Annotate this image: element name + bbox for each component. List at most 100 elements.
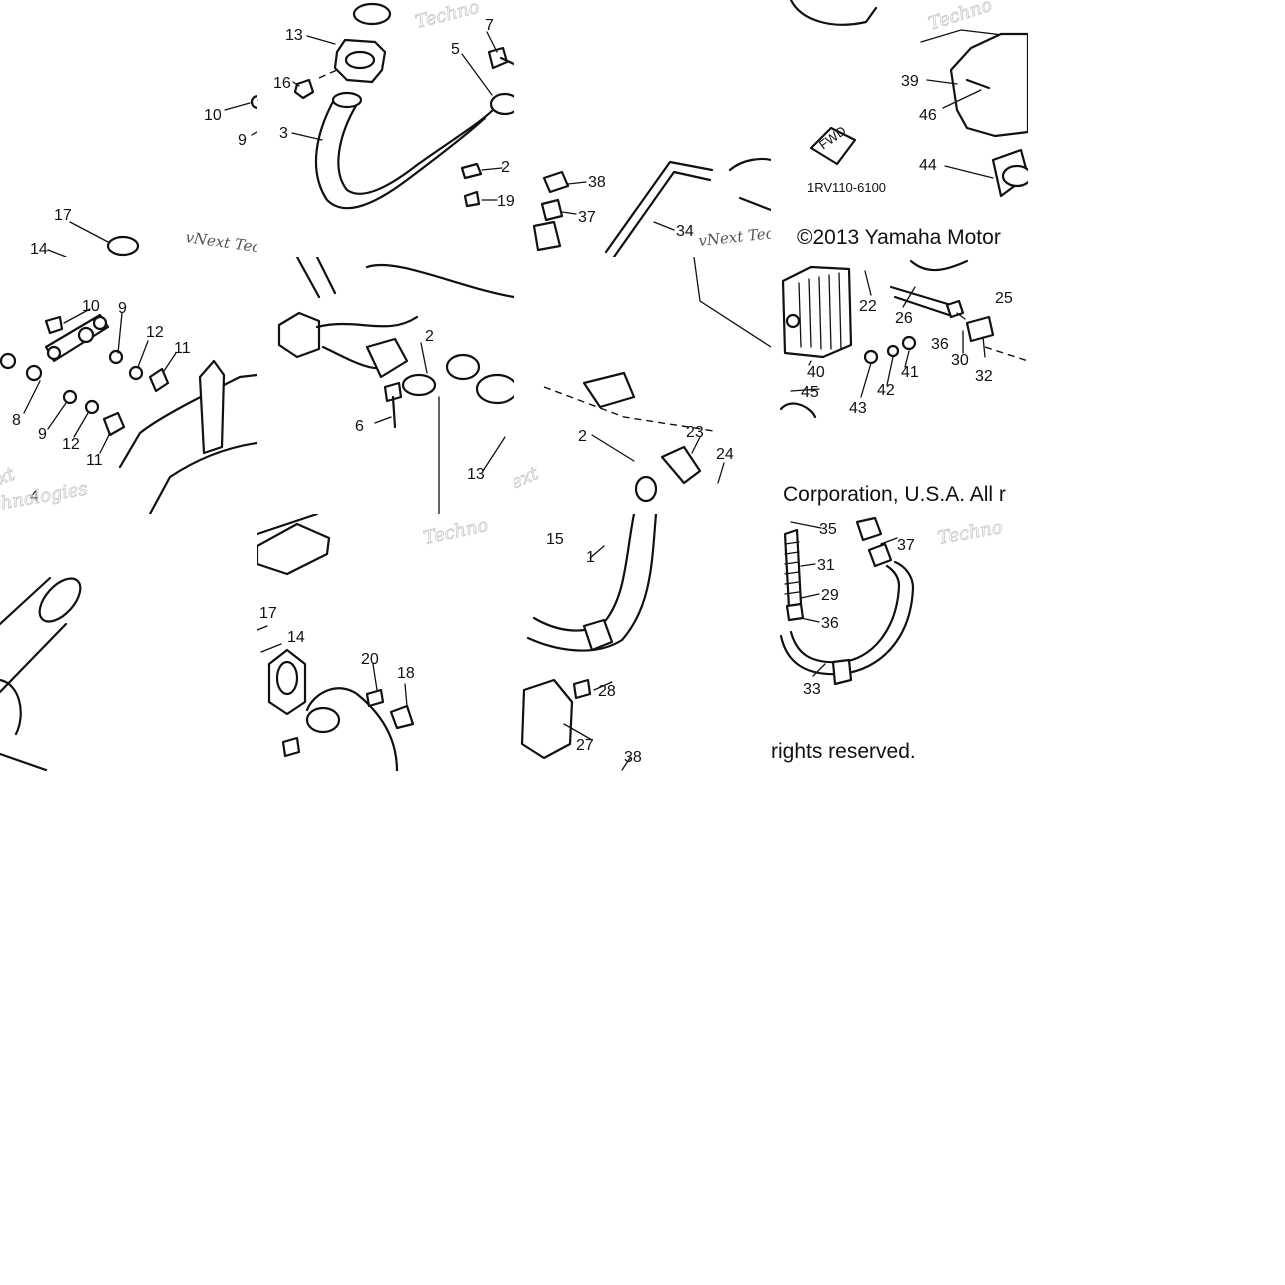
- callout-46: 46: [919, 107, 937, 124]
- callout-23: 23: [686, 424, 704, 441]
- intake-hose-outline-a: [314, 96, 487, 210]
- leader-line: [99, 432, 111, 454]
- heat-shield-bracket: [198, 359, 226, 455]
- collar-shape: [148, 367, 170, 393]
- callout-16: 16: [273, 75, 291, 92]
- leader-line: [902, 286, 916, 308]
- leader-line: [800, 563, 816, 567]
- washer-shape: [25, 364, 43, 382]
- breather-pipe-b: [604, 160, 714, 254]
- valve-port: [634, 475, 658, 503]
- leader-line: [251, 131, 257, 136]
- leader-line: [926, 79, 958, 85]
- leader-line: [260, 643, 282, 653]
- hose-pipe-b: [893, 295, 951, 317]
- washer-shape: [250, 94, 257, 110]
- seal-ring-shape: [352, 2, 392, 26]
- flange-bore: [275, 660, 299, 696]
- callout-10: 10: [204, 107, 222, 124]
- leader-line: [291, 132, 323, 141]
- bolt-shape: [389, 704, 415, 730]
- tile-mounting-bracket: 10 9 12 11 8 9 12 11 4 ext chnologies: [0, 257, 257, 514]
- crossover-pipe-outline-a: [532, 514, 636, 632]
- silencer-base: [0, 752, 48, 771]
- copyright-text-2: Corporation, U.S.A. All r: [783, 483, 1006, 506]
- callout-14: 14: [30, 241, 48, 257]
- leader-line: [47, 249, 67, 257]
- engine-dash-outline: [543, 386, 715, 432]
- callout-4: 4: [30, 488, 39, 505]
- watermark-text: Techno: [413, 0, 482, 33]
- leader-line: [163, 352, 177, 372]
- leader-line: [886, 356, 894, 386]
- leader-line: [982, 336, 986, 358]
- callout-43: 43: [849, 400, 867, 417]
- watermark-text: vNext Tec: [698, 224, 771, 250]
- callout-45: 45: [801, 384, 819, 401]
- leader-line: [800, 617, 820, 623]
- washer-shape: [77, 326, 95, 344]
- leader-line: [117, 312, 123, 354]
- callout-34: 34: [676, 223, 694, 240]
- leader-line: [691, 436, 701, 454]
- leader-line: [860, 362, 872, 398]
- clamp-band-shape: [277, 311, 321, 359]
- leader-line: [621, 757, 631, 771]
- callout-38: 38: [588, 174, 606, 191]
- case-rib: [965, 78, 991, 90]
- callout-2: 2: [501, 159, 510, 176]
- callout-15: 15: [546, 531, 564, 548]
- leader-line: [292, 81, 300, 87]
- grommet-shape: [540, 198, 564, 222]
- valve-housing-shape: [520, 678, 574, 760]
- callout-20: 20: [361, 651, 379, 668]
- breather-pipe-a: [612, 170, 712, 257]
- hose-end-top: [331, 91, 363, 109]
- callout-40: 40: [807, 364, 825, 381]
- callout-7: 7: [485, 17, 494, 34]
- bolt-shank: [391, 395, 397, 429]
- silencer-outline-b: [0, 622, 68, 694]
- seal-ring-shape: [106, 235, 140, 257]
- clip-shape: [855, 516, 883, 542]
- washer-shape: [460, 162, 483, 180]
- hose-upper: [909, 259, 969, 272]
- callout-9: 9: [118, 300, 127, 317]
- copyright-text-3: rights reserved.: [771, 740, 916, 763]
- callout-11: 11: [86, 452, 103, 469]
- leader-line: [372, 663, 378, 691]
- watermark-text: Techno: [422, 515, 490, 549]
- callout-32: 32: [975, 368, 993, 385]
- leader-line: [374, 416, 392, 424]
- tile-crossover-pipe: 15 1 28 27 38: [514, 514, 771, 771]
- tile-engine-case: 2 23 24 ext: [514, 257, 771, 514]
- callout-12: 12: [146, 324, 164, 341]
- leader-line: [790, 388, 820, 392]
- nut-shape: [281, 736, 301, 758]
- leader-line: [591, 434, 635, 462]
- gasket-shape: [401, 373, 437, 397]
- leader-line: [589, 545, 605, 559]
- callout-29: 29: [821, 587, 839, 604]
- frame-edge: [257, 514, 319, 536]
- seal-ring-shape: [475, 373, 514, 405]
- lower-hose-outline: [305, 687, 399, 771]
- valve-body-shape: [660, 445, 702, 485]
- tile-breather-hose: 38 37 34 vNext Tec: [514, 0, 771, 257]
- lower-bracket-shape: [257, 522, 331, 576]
- callout-28: 28: [598, 683, 616, 700]
- airbox-hose: [728, 157, 771, 172]
- callout-24: 24: [716, 446, 734, 463]
- leader-line: [567, 181, 587, 185]
- leader-line: [224, 102, 251, 111]
- callout-22: 22: [859, 298, 877, 315]
- muffler-outline-b: [148, 441, 257, 514]
- bracket-hole: [46, 345, 62, 361]
- callout-6: 6: [355, 418, 364, 435]
- spring-coils: [784, 541, 800, 595]
- tile-exhaust-joint: 2 6 13: [257, 257, 514, 514]
- washer-shape: [863, 349, 879, 365]
- callout-26: 26: [895, 310, 913, 327]
- leader-line: [486, 31, 498, 53]
- callout-14: 14: [287, 629, 305, 646]
